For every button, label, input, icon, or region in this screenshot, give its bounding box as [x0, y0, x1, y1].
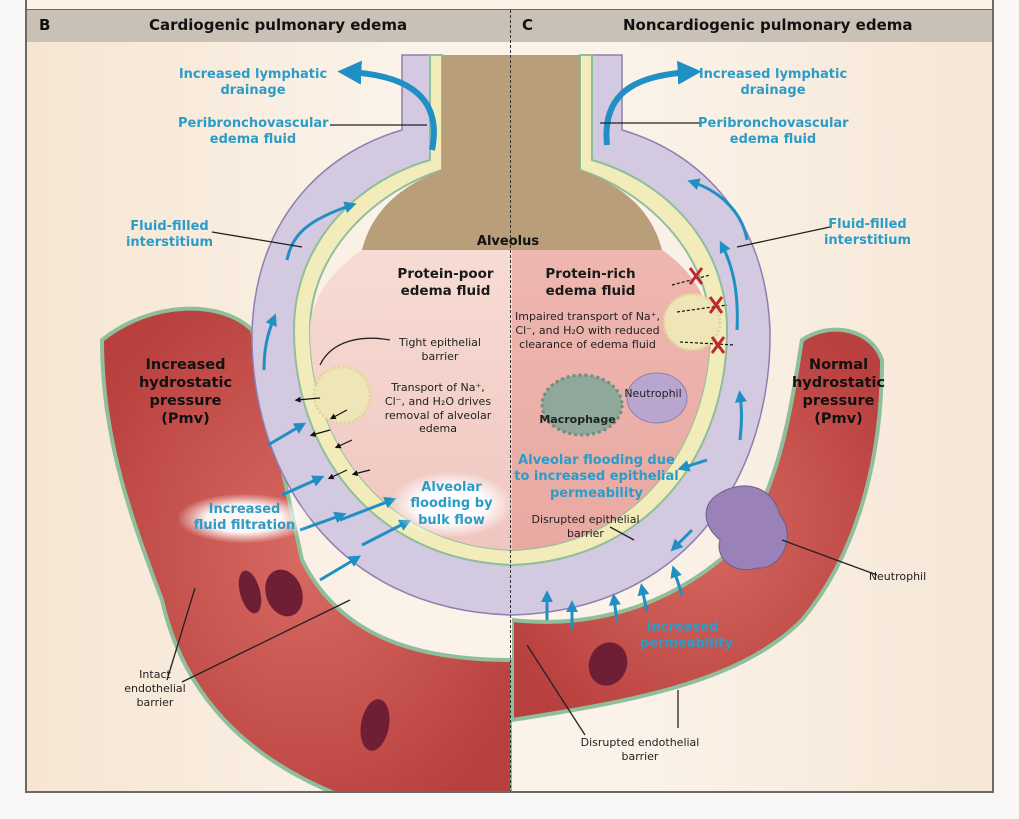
neutrophil-cell-outer [705, 485, 788, 571]
outer-neutrophil-label: Neutrophil [868, 570, 927, 583]
left-interstitium-label: Fluid-filled interstitium [125, 219, 214, 251]
figure-frame: B Cardiogenic pulmonary edema C Noncardi… [25, 0, 994, 793]
inner-neutrophil-label: Neutrophil [624, 387, 682, 400]
panel-b-title: Cardiogenic pulmonary edema [149, 16, 408, 34]
intact-endothelial-label: Intact endothelial barrier [124, 668, 186, 709]
alveolus-air [362, 55, 662, 250]
impaired-transport-label: Impaired transport of Na⁺, Cl⁻, and H₂O … [515, 310, 660, 351]
lymphatic-arrow-right [603, 60, 702, 146]
right-pressure-label: Normal hydrostatic pressure (Pmv) [791, 357, 886, 428]
left-flooding-label: Alveolar flooding by bulk flow [390, 472, 513, 537]
right-capillary [512, 327, 885, 723]
panel-c-letter: C [522, 16, 534, 34]
red-blood-cell [588, 642, 628, 686]
increased-permeability-label: Increased permeability [640, 620, 734, 652]
red-blood-cell [238, 570, 262, 614]
right-lymphatic-label: Increased lymphatic drainage [698, 67, 848, 99]
transport-label: Transport of Na⁺, Cl⁻, and H₂O drives re… [384, 381, 492, 436]
left-pressure-label: Increased hydrostatic pressure (Pmv) [138, 357, 233, 428]
type-ii-cell-left [312, 365, 372, 425]
leader-lines [166, 122, 878, 736]
red-blood-cell [360, 699, 390, 751]
left-lymphatic-label: Increased lymphatic drainage [178, 67, 328, 99]
interstitial-flow-arrows-right [541, 178, 749, 630]
macrophage-cell [540, 373, 624, 437]
red-blood-cell [265, 569, 303, 617]
disrupted-endothelial-label: Disrupted endothelial barrier [580, 736, 700, 763]
lymphatic-arrow-left [337, 60, 437, 151]
panel-divider [510, 10, 511, 791]
panel-c-title: Noncardiogenic pulmonary edema [623, 16, 913, 34]
left-edema-fluid-label: Protein-poor edema fluid [397, 266, 494, 299]
alveolus-illustration [99, 54, 885, 791]
panel-header-bar: B Cardiogenic pulmonary edema C Noncardi… [27, 10, 992, 42]
right-peribronchovascular-label: Peribronchovascular edema fluid [698, 116, 849, 148]
disrupted-epithelial-label: Disrupted epithelial barrier [531, 513, 640, 540]
tight-barrier-label: Tight epithelial barrier [399, 336, 481, 363]
neutrophil-cell-inner [626, 372, 688, 424]
alveolus-label: Alveolus [476, 234, 540, 249]
right-interstitium-label: Fluid-filled interstitium [823, 217, 912, 249]
right-edema-fluid-label: Protein-rich edema fluid [545, 266, 636, 299]
macrophage-label: Macrophage [539, 413, 616, 426]
fluid-filtration-label: Increased fluid filtration [178, 494, 311, 543]
ion-transport-arrows [294, 396, 371, 480]
type-ii-cell-right [662, 292, 722, 352]
panel-b-letter: B [39, 16, 51, 34]
blocked-transport-marks [671, 267, 736, 354]
right-flooding-label: Alveolar flooding due to increased epith… [514, 453, 679, 501]
left-peribronchovascular-label: Peribronchovascular edema fluid [178, 116, 329, 148]
